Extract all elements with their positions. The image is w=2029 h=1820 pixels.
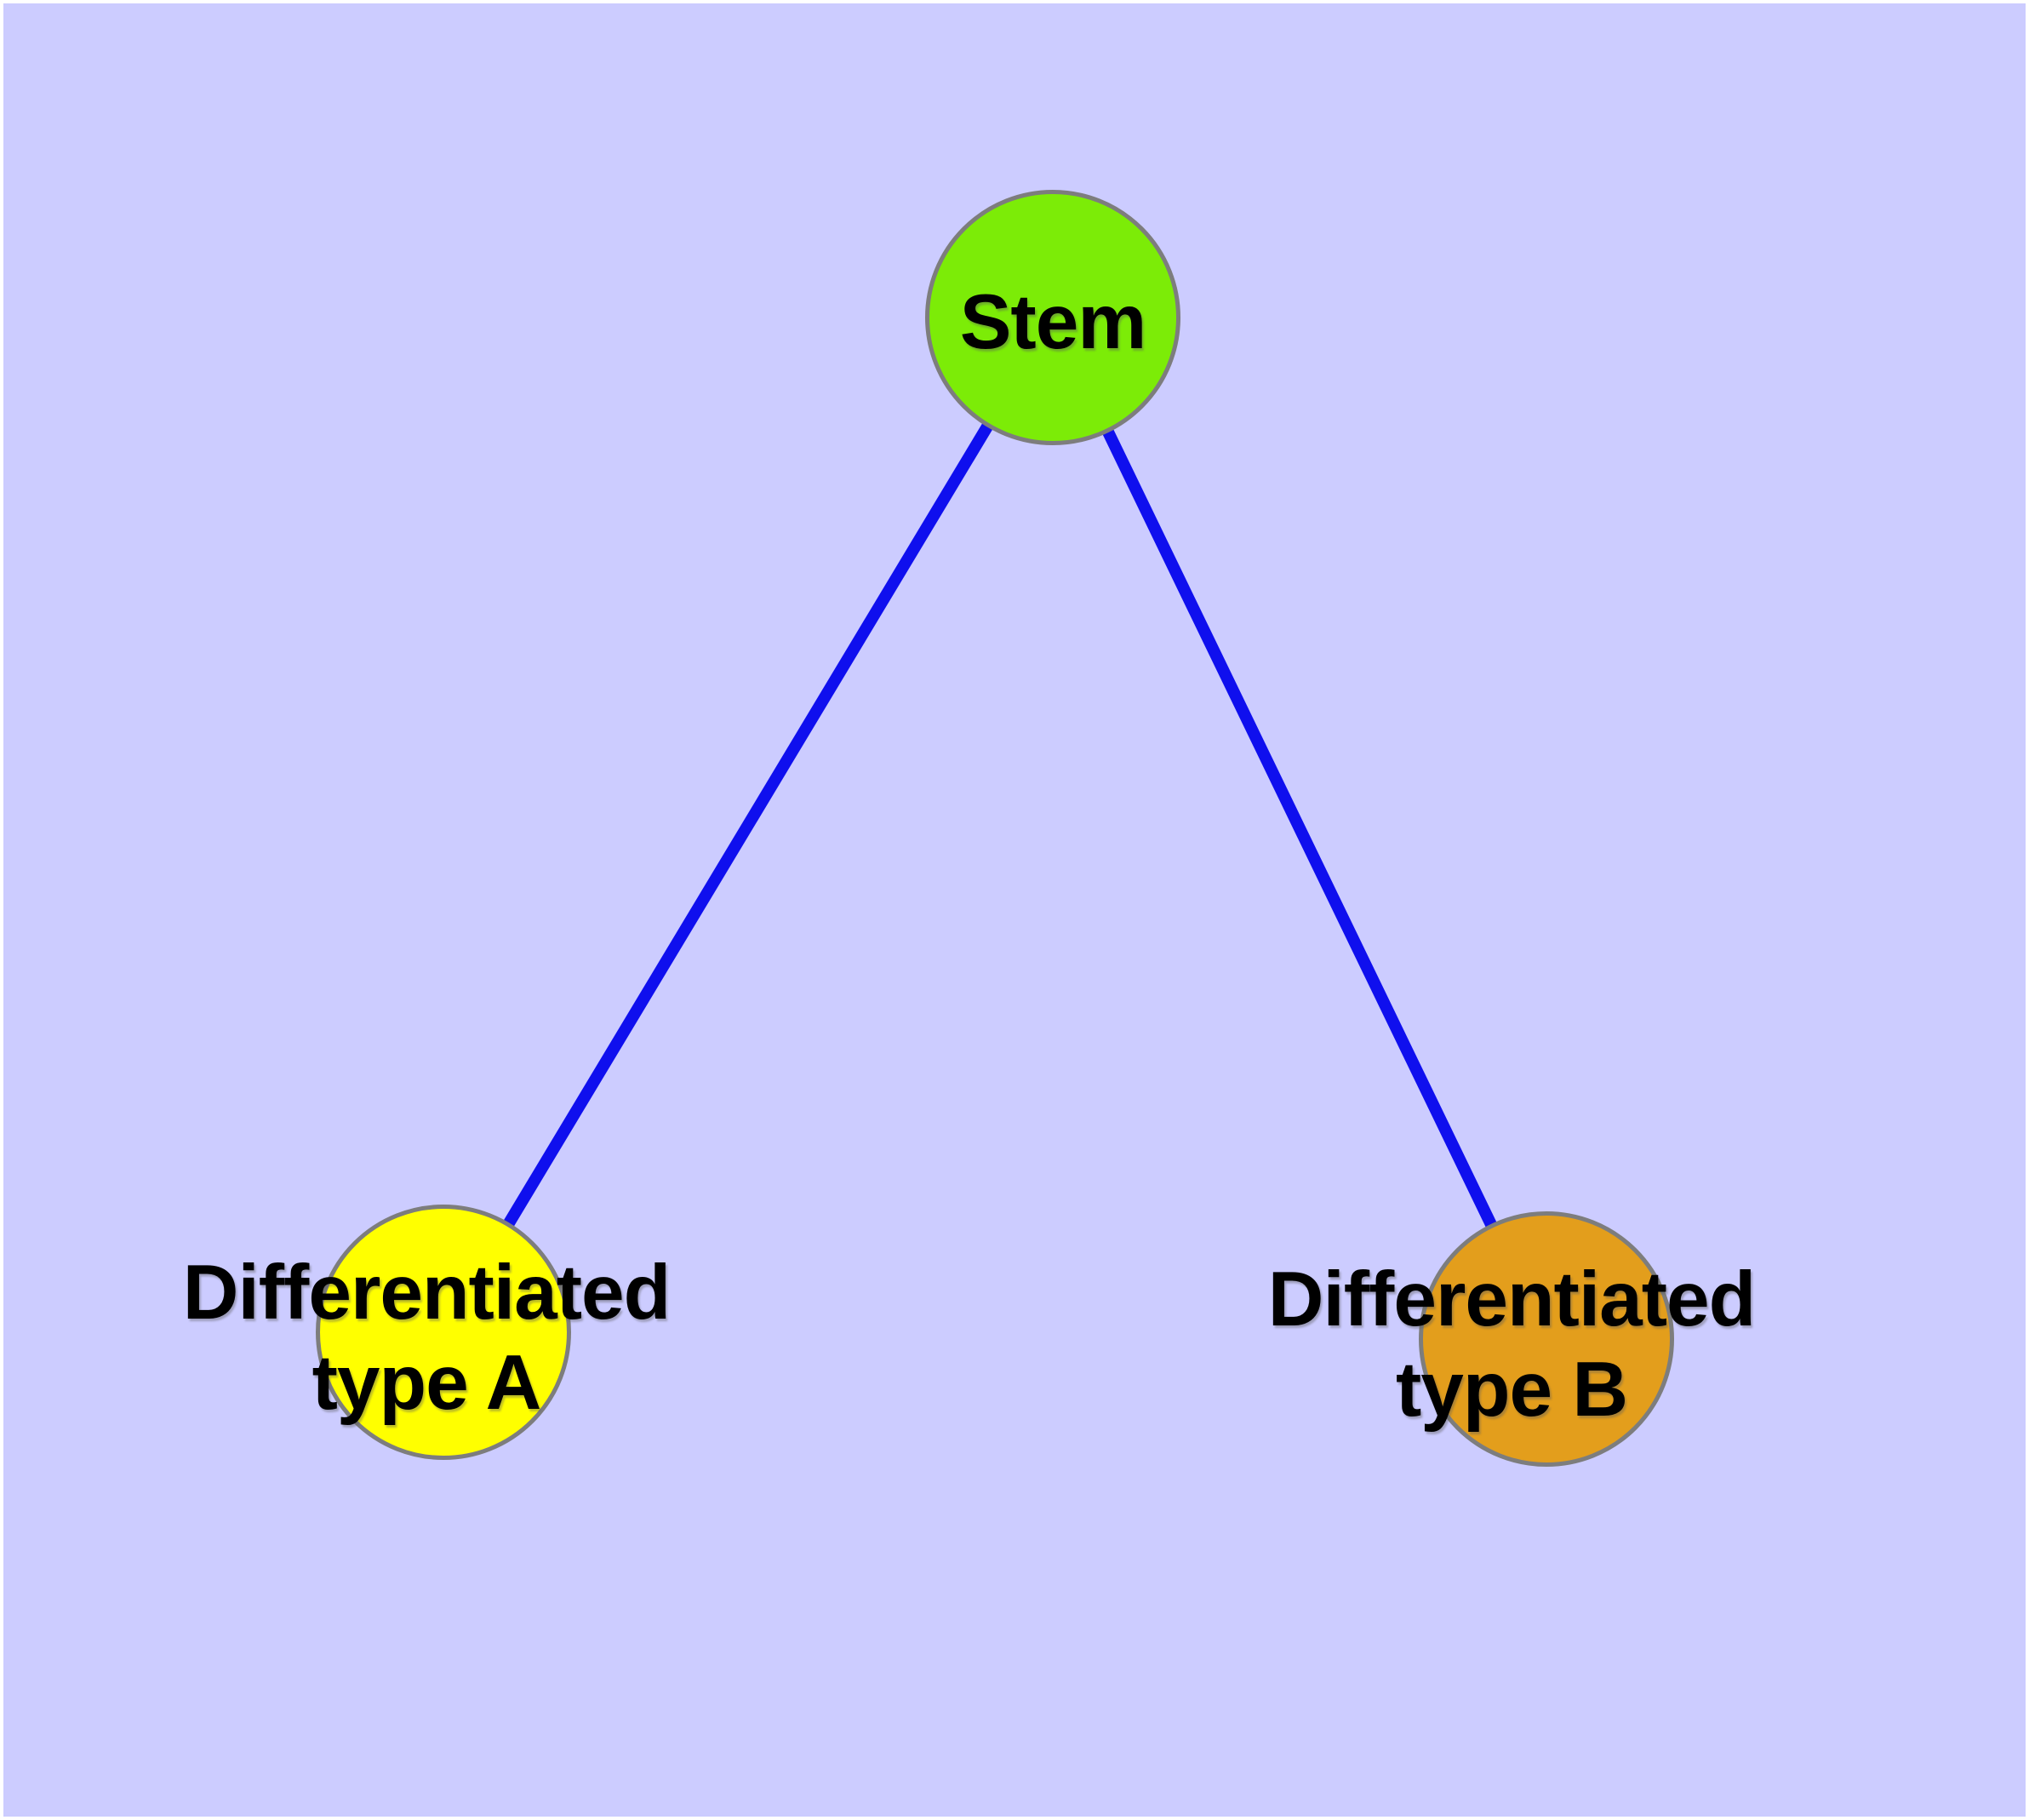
node-label-line: Differentiated xyxy=(1267,1256,1757,1342)
edge-stem-to-type-a xyxy=(437,314,1059,1336)
node-label-line: type B xyxy=(1395,1347,1628,1433)
node-label-line: Differentiated xyxy=(182,1250,672,1336)
node-differentiated-type-a xyxy=(316,1205,571,1460)
node-label-differentiated-type-a: Differentiated type A xyxy=(182,1248,672,1428)
node-stem xyxy=(925,190,1180,445)
diagram-canvas: Stem Differentiated type A Differentiate… xyxy=(3,3,2026,1817)
node-label-differentiated-type-b: Differentiated type B xyxy=(1267,1255,1757,1435)
node-differentiated-type-b xyxy=(1419,1211,1674,1467)
node-label-line: Stem xyxy=(959,279,1147,365)
node-label-line: type A xyxy=(311,1340,542,1426)
edges-layer xyxy=(437,314,1552,1342)
node-label-stem: Stem xyxy=(959,278,1147,368)
edge-stem-to-type-b xyxy=(1047,314,1552,1342)
